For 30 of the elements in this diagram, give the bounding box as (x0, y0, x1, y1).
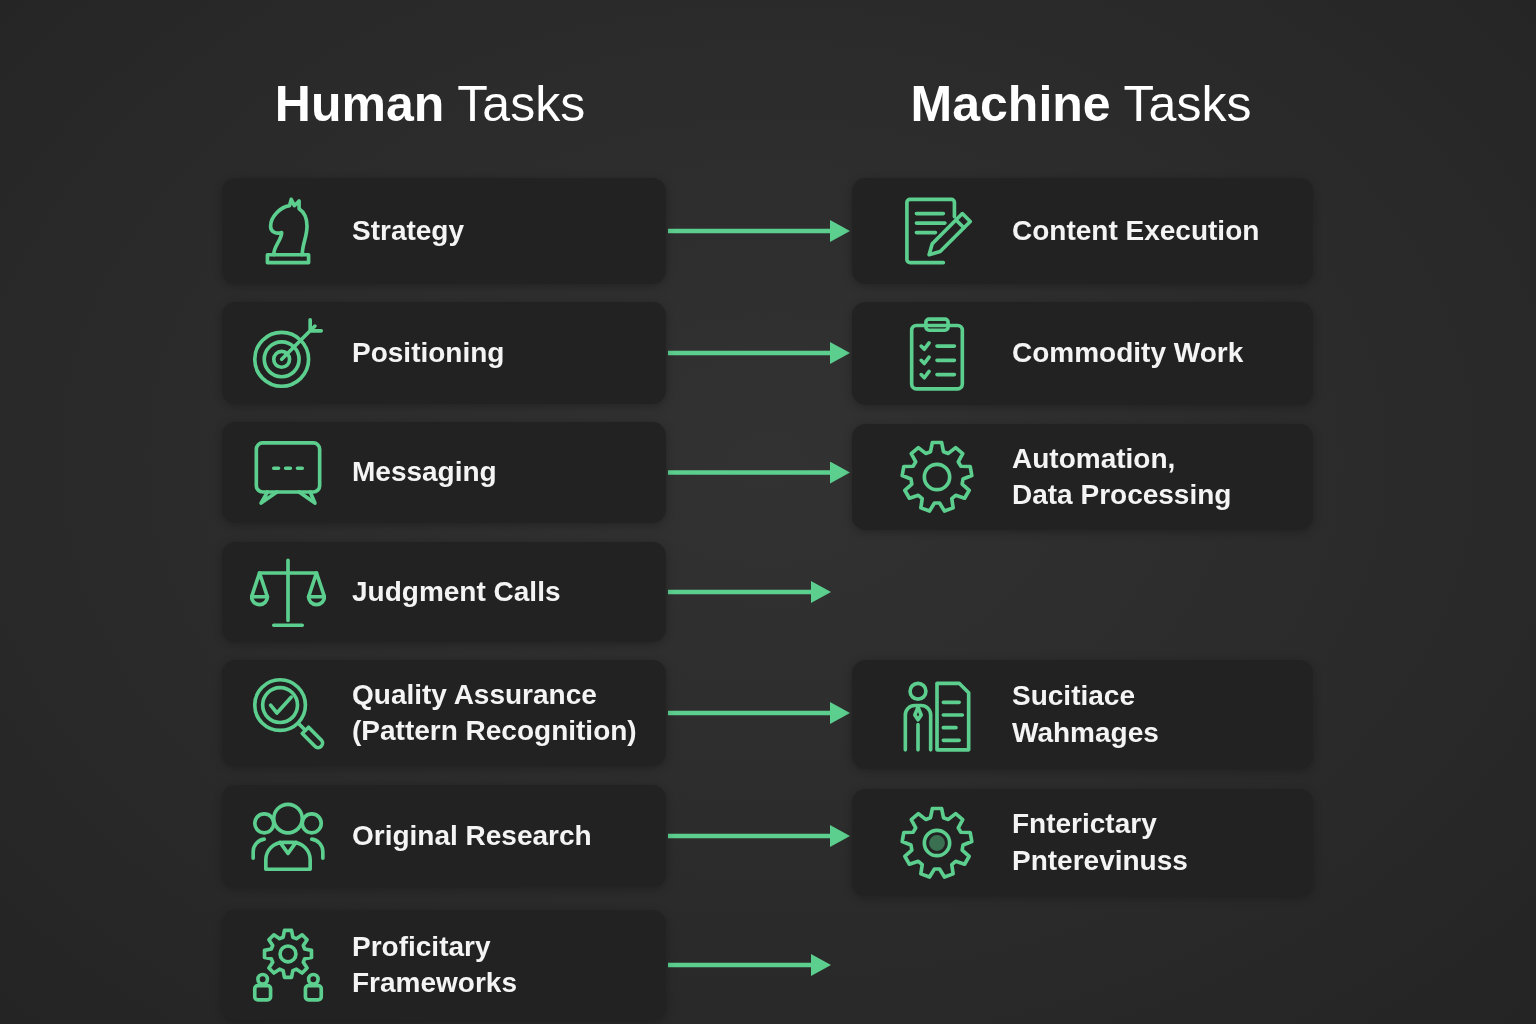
task-label: Sucitiace Wahmages (1012, 679, 1160, 750)
task-label: Positioning (352, 335, 505, 370)
column-heading: Machine Tasks (910, 76, 1252, 134)
task-card (852, 178, 1313, 284)
task-label: Original Research (352, 818, 592, 853)
task-card (852, 302, 1313, 405)
task-card (852, 424, 1313, 530)
column-heading: Human Tasks (274, 76, 586, 134)
task-label: Content Execution (1012, 213, 1260, 248)
task-card (222, 422, 666, 523)
task-card (222, 302, 666, 404)
arrow (668, 461, 850, 484)
task-card (222, 660, 666, 766)
arrow (668, 342, 850, 364)
task-label: Quality Assurance (Pattern Recognition) (352, 677, 638, 748)
task-label: Fnterictary Pnterevinuss (1012, 807, 1189, 878)
task-label: Commodity Work (1012, 336, 1244, 371)
arrow (668, 220, 850, 242)
task-label: Automation, Data Processing (1012, 441, 1233, 512)
task-label: Messaging (352, 455, 497, 490)
task-label: Proficitary Frameworks (352, 929, 518, 1000)
task-label: Judgment Calls (352, 574, 561, 609)
arrow (668, 825, 850, 847)
task-card (222, 542, 666, 642)
arrow (668, 702, 850, 724)
task-card (852, 660, 1313, 769)
task-label: Strategy (352, 213, 465, 248)
arrow (668, 954, 831, 976)
task-card (222, 178, 666, 284)
arrow (668, 581, 831, 603)
